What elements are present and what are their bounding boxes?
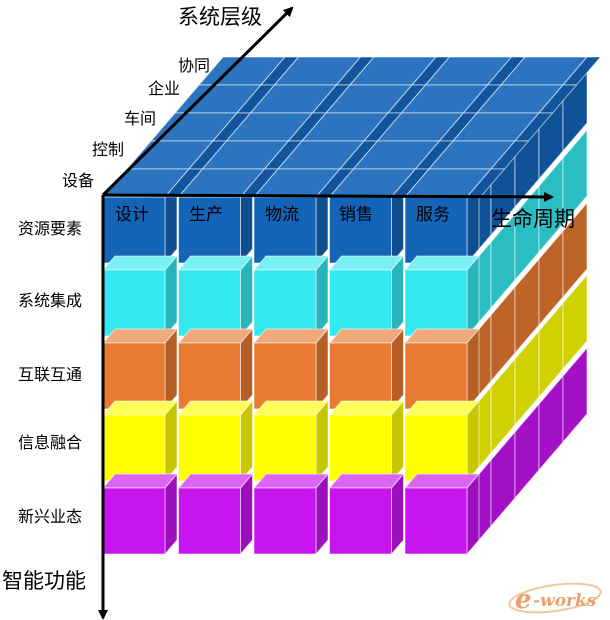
- cube-front-cell: [404, 487, 468, 555]
- life-cycle-label: 销售: [339, 205, 373, 225]
- cube-block-top: [177, 328, 254, 344]
- cube-front-cell: [404, 269, 468, 337]
- cube-side-face: [562, 346, 588, 444]
- cube-block-top: [252, 473, 330, 489]
- cube-front-cell: [102, 414, 166, 482]
- life-cycle-label: 生产: [189, 205, 223, 225]
- svg-text:e: e: [515, 585, 532, 615]
- cube-block-top: [101, 400, 179, 416]
- cube-block-side: [466, 254, 480, 338]
- smart-function-label: 系统集成: [18, 291, 82, 310]
- cube-block-top: [177, 473, 254, 489]
- life-cycle-label: 设计: [115, 205, 149, 225]
- system-level-label: 协同: [178, 56, 210, 75]
- cube-block-side: [315, 254, 329, 338]
- svg-text:-works: -works: [533, 591, 597, 611]
- eworks-logo: e -works: [508, 582, 602, 615]
- smart-function-axis-title: 智能功能: [2, 569, 86, 593]
- cube-block-side: [315, 327, 329, 411]
- cube-block-side: [391, 472, 404, 556]
- cube-block-top: [403, 400, 481, 416]
- cube-block-top: [252, 255, 330, 271]
- cube-front-cell: [253, 414, 317, 482]
- smart-function-label: 新兴业态: [18, 507, 82, 526]
- cube-block-side: [240, 399, 253, 483]
- cube-block-side: [466, 327, 480, 411]
- life-cycle-label: 服务: [416, 205, 450, 225]
- cube-block-side: [240, 327, 253, 411]
- cube-block-top: [101, 255, 179, 271]
- cube-block-side: [466, 399, 480, 483]
- cube-front-cell: [329, 487, 392, 555]
- cube-body: [101, 55, 602, 556]
- cube-block-side: [391, 327, 404, 411]
- cube-front-cell: [404, 414, 468, 482]
- cube-front-cell: [253, 269, 317, 337]
- cube-block-side: [164, 399, 178, 483]
- cube-front-cell: [178, 487, 241, 555]
- cube-block-top: [252, 400, 330, 416]
- cube-block-side: [240, 472, 253, 556]
- cube-block-top: [403, 328, 481, 344]
- cube-block-side: [466, 472, 480, 556]
- cube-block-top: [177, 255, 254, 271]
- cube-front-cell: [102, 342, 166, 410]
- cube-front-cell: [253, 342, 317, 410]
- cube-block-side: [240, 254, 253, 338]
- cube-block-side: [164, 254, 178, 338]
- system-level-axis: [101, 6, 294, 197]
- system-level-label: 企业: [148, 79, 180, 98]
- system-level-label: 车间: [124, 109, 156, 128]
- cube-block-side: [315, 399, 329, 483]
- life-cycle-axis: [102, 191, 554, 202]
- cube-front-cell: [253, 487, 317, 555]
- cube-block-top: [101, 328, 179, 344]
- system-level-labels: 协同 企业 车间 控制 设备: [62, 56, 210, 190]
- cube-block-side: [391, 254, 404, 338]
- cube-front-cell: [329, 342, 392, 410]
- cube-block-top: [328, 255, 405, 271]
- life-cycle-axis-title: 生命周期: [491, 207, 575, 231]
- smart-function-label: 资源要素: [18, 219, 82, 238]
- life-cycle-labels: 设计 生产 物流 销售 服务: [115, 205, 450, 225]
- cube-block-top: [403, 473, 481, 489]
- cube-side-face: [562, 128, 588, 226]
- cube-front-cell: [329, 414, 392, 482]
- smart-function-labels: 资源要素 系统集成 互联互通 信息融合 新兴业态: [18, 219, 82, 526]
- cube-side-face: [562, 273, 588, 371]
- cube-side-face: [562, 201, 588, 299]
- cube-front-cell: [102, 487, 166, 555]
- cube-block-side: [315, 472, 329, 556]
- cube-block-top: [328, 328, 405, 344]
- cube-block-top: [101, 473, 179, 489]
- cube-front-cell: [404, 342, 468, 410]
- cube-block-top: [252, 328, 330, 344]
- system-level-axis-title: 系统层级: [178, 5, 262, 29]
- cube-block-side: [391, 399, 404, 483]
- system-level-label: 控制: [92, 140, 124, 159]
- cube-front-cell: [178, 414, 241, 482]
- system-level-label: 设备: [62, 171, 94, 190]
- cube-block-top: [328, 473, 405, 489]
- cube-block-top: [177, 400, 254, 416]
- smart-function-label: 互联互通: [18, 365, 82, 384]
- cube-front-cell: [178, 269, 241, 337]
- cube-front-cell: [329, 269, 392, 337]
- cube-block-side: [164, 472, 178, 556]
- cube-front-cell: [178, 342, 241, 410]
- cube-block-top: [328, 400, 405, 416]
- cube-front-cell: [102, 269, 166, 337]
- cube-block-side: [164, 327, 178, 411]
- life-cycle-label: 物流: [265, 205, 299, 225]
- cube-block-top: [403, 255, 481, 271]
- smart-function-label: 信息融合: [18, 433, 82, 452]
